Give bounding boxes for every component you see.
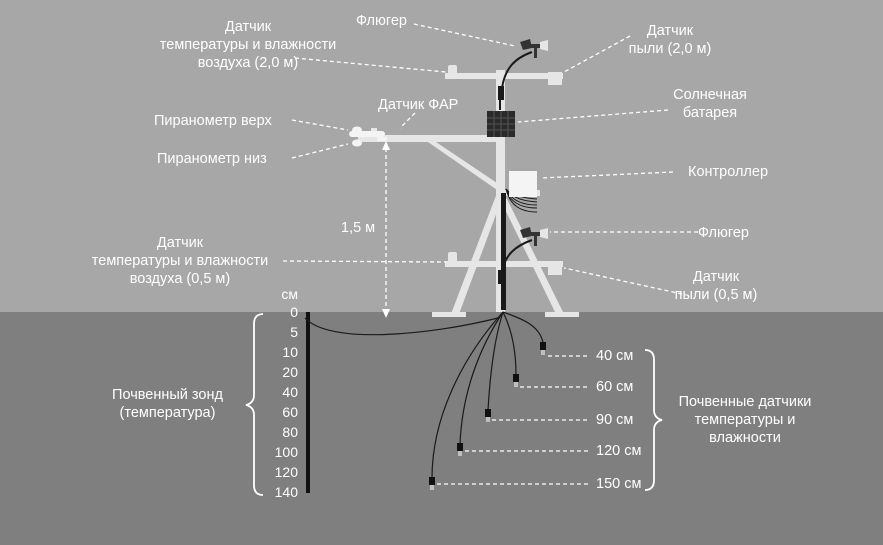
probe-scale-tick: 5 xyxy=(290,324,298,340)
label-line: (температура) xyxy=(119,405,216,421)
label-line: температуры и влажности xyxy=(159,37,337,53)
label-line: Датчик xyxy=(156,235,204,251)
controller-box xyxy=(505,171,538,213)
label-line: температуры и xyxy=(694,412,796,428)
soil-probe-rod xyxy=(306,312,310,493)
soil-background xyxy=(0,312,883,545)
probe-scale-tick: 20 xyxy=(282,364,298,380)
depth-label: 90 см xyxy=(596,412,634,428)
probe-scale-tick: 0 xyxy=(290,304,298,320)
probe-scale-unit: см xyxy=(281,286,298,302)
label-line: воздуха (0,5 м) xyxy=(129,271,231,287)
probe-scale-tick: 120 xyxy=(274,464,298,480)
label-solar-panel: Солнечная батарея xyxy=(655,86,765,122)
wind-vane-bottom xyxy=(520,227,548,246)
label-pyranometer-down: Пиранометр низ xyxy=(157,151,267,167)
label-line: температуры и влажности xyxy=(91,253,269,269)
label-dust-top: Датчик пыли (2,0 м) xyxy=(610,22,730,58)
wind-vane-arms xyxy=(499,51,533,273)
label-wind-vane-top: Флюгер xyxy=(356,13,407,29)
probe-scale-tick: 40 xyxy=(282,384,298,400)
pyranometer-shapes xyxy=(349,126,387,147)
depth-label: 40 см xyxy=(596,348,634,364)
probe-scale-tick: 80 xyxy=(282,424,298,440)
label-line: Почвенный зонд xyxy=(112,387,223,403)
label-line: Солнечная xyxy=(673,87,747,103)
label-line: Датчик xyxy=(646,23,694,39)
label-line: Датчик xyxy=(224,19,272,35)
label-soil-sensors: Почвенные датчики температуры и влажност… xyxy=(665,393,825,447)
depth-label: 120 см xyxy=(596,443,642,459)
depth-label: 60 см xyxy=(596,379,634,395)
label-temp-humidity-bottom: Датчик температуры и влажности воздуха (… xyxy=(70,234,290,288)
label-par-sensor: Датчик ФАР xyxy=(378,97,459,113)
leader-lines xyxy=(282,23,698,485)
probe-scale-tick: 10 xyxy=(282,344,298,360)
label-line: воздуха (2,0 м) xyxy=(197,55,299,71)
wind-vane-top xyxy=(520,39,548,58)
label-dust-bottom: Датчик пыли (0,5 м) xyxy=(656,268,776,304)
label-height: 1,5 м xyxy=(341,220,376,236)
probe-scale-tick: 60 xyxy=(282,404,298,420)
label-temp-humidity-top: Датчик температуры и влажности воздуха (… xyxy=(138,18,358,72)
probe-scale-tick: 140 xyxy=(274,484,298,500)
label-line: пыли (0,5 м) xyxy=(674,287,758,303)
label-line: влажности xyxy=(709,430,781,446)
soil-cables xyxy=(304,311,544,479)
label-line: пыли (2,0 м) xyxy=(628,41,712,57)
label-wind-vane-bottom: Флюгер xyxy=(698,225,749,241)
label-line: Датчик xyxy=(692,269,740,285)
depth-label: 150 см xyxy=(596,476,642,492)
label-controller: Контроллер xyxy=(688,164,769,180)
mast-cables xyxy=(498,86,506,310)
label-pyranometer-up: Пиранометр верх xyxy=(154,113,272,129)
label-soil-probe: Почвенный зонд (температура) xyxy=(90,386,245,422)
height-arrows xyxy=(382,141,390,318)
braces xyxy=(245,313,663,496)
sky-background xyxy=(0,0,883,312)
solar-panel xyxy=(487,111,515,137)
soil-sensors xyxy=(429,342,546,490)
label-line: Почвенные датчики xyxy=(678,394,812,410)
probe-scale-tick: 100 xyxy=(274,444,298,460)
label-line: батарея xyxy=(682,105,738,121)
